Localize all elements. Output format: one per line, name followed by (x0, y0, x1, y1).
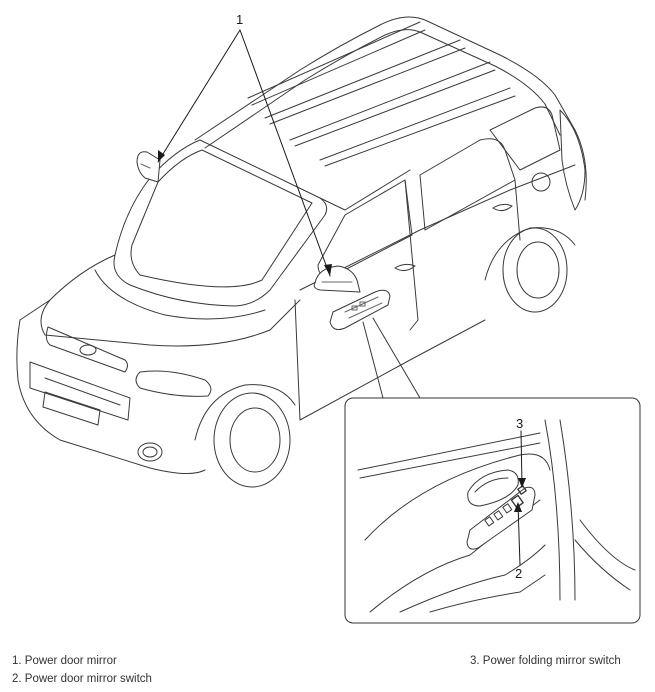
fog-light (137, 442, 163, 462)
hood-crease (94, 269, 266, 320)
mirror-switch-knob (510, 494, 524, 509)
inner-door-handle (467, 469, 519, 507)
door-switch-panel (329, 289, 391, 330)
callout-1-leaders (157, 29, 332, 277)
front-door-window (317, 179, 413, 277)
roof-rail-4 (319, 87, 511, 161)
callout-2-leader (517, 503, 521, 566)
door-pocket (429, 574, 546, 613)
front-fascia-upper (19, 299, 51, 321)
inner-door-handle-lever (474, 477, 509, 493)
roof-rail-2 (264, 39, 461, 119)
legend-item-power-door-mirror-switch: 2. Power door mirror switch (12, 673, 152, 685)
a-pillar (319, 169, 411, 211)
rear-door-window (419, 138, 516, 231)
front-fascia (16, 319, 206, 474)
side-beltline (299, 164, 576, 291)
detail-inset-frame (344, 397, 641, 624)
callout-number-3: 3 (516, 416, 523, 431)
roof-rail-1b (251, 29, 426, 106)
front-door-handle (394, 263, 416, 272)
power-door-mirror-left (136, 151, 161, 183)
window-switch-2 (493, 510, 504, 521)
rear-quarter-window (489, 106, 561, 171)
side-lower (294, 299, 301, 421)
zoom-leader-lines (362, 317, 421, 399)
window-switch-1 (484, 516, 495, 527)
vehicle-mirror-diagram: 1 3 2 (16, 12, 641, 624)
fog-light-inner (142, 446, 158, 458)
roof-outline (194, 16, 587, 201)
vehicle-illustration (16, 16, 587, 488)
door-top-edge-2 (359, 442, 541, 479)
door-panel-curve (364, 453, 551, 541)
rear-tire (502, 227, 568, 313)
roof-rail-2b (269, 47, 466, 125)
door-top-edge (357, 432, 541, 471)
brand-emblem (79, 344, 97, 356)
seat-edge (574, 539, 631, 591)
rear-rim (516, 241, 560, 299)
roof-rail-3 (289, 61, 491, 141)
window-switch-3 (502, 503, 513, 514)
headlight (135, 370, 212, 397)
rear-door-handle (492, 203, 513, 212)
lower-grille (29, 361, 131, 421)
power-door-mirror-right (313, 265, 361, 293)
legend-item-power-door-mirror: 1. Power door mirror (12, 655, 117, 667)
callout-3-leader (520, 430, 523, 487)
callout-number-1: 1 (236, 12, 243, 27)
callout-number-2: 2 (515, 566, 522, 581)
license-plate (42, 391, 101, 426)
folding-mirror-switch (517, 485, 527, 495)
front-rim (229, 407, 281, 473)
roof-rail-4b (324, 95, 516, 167)
roof-rail-1 (247, 21, 421, 99)
detail-inset: 3 2 (344, 397, 641, 624)
tail-light (559, 109, 586, 211)
rocker-panel (299, 319, 486, 421)
roof-rail-3b (294, 69, 496, 147)
lower-grille-bar (44, 377, 121, 406)
hood (40, 254, 301, 347)
seat-edge-2 (579, 519, 636, 571)
fuel-cap (531, 172, 551, 192)
armrest-lower (399, 544, 546, 613)
windshield-inner (130, 149, 313, 288)
legend-item-power-folding-mirror-switch: 3. Power folding mirror switch (470, 655, 621, 667)
front-door-seam (404, 179, 419, 331)
rear-wheel-arch (484, 227, 576, 281)
front-tire (213, 392, 291, 488)
upper-grille (45, 326, 128, 373)
b-pillar-2 (559, 419, 576, 601)
front-wheel-arch (194, 384, 296, 441)
rear-door-seam (514, 179, 521, 241)
b-pillar-1 (544, 419, 561, 601)
